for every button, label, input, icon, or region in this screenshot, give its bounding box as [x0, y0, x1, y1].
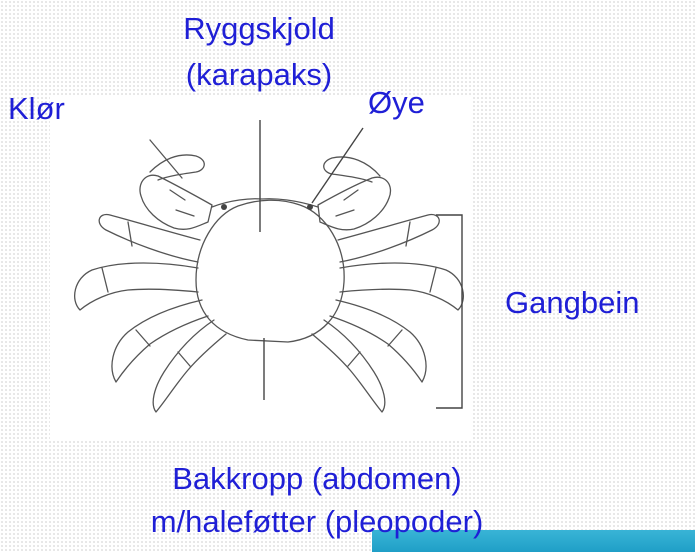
leg-joints	[102, 222, 436, 366]
claws-label: Klør	[8, 92, 65, 126]
right-claw	[318, 177, 390, 230]
carapace-label-line1: Ryggskjold	[183, 12, 335, 46]
carapace-outline	[196, 200, 344, 342]
left-leg-2	[75, 263, 198, 310]
walking-legs-label: Gangbein	[505, 286, 639, 320]
right-leg-2	[340, 263, 463, 310]
carapace-label-line2: (karapaks)	[186, 58, 332, 92]
left-leg-3	[112, 300, 208, 382]
right-leg-3	[330, 300, 426, 382]
eye-label: Øye	[368, 86, 425, 120]
left-claw-pointer	[150, 140, 182, 178]
left-leg-1	[99, 215, 200, 262]
left-claw	[140, 175, 212, 229]
left-claw-segment	[170, 190, 194, 216]
abdomen-label-line1: Bakkropp (abdomen)	[172, 462, 462, 496]
walking-legs-bracket	[436, 215, 462, 408]
abdomen-label-line2: m/haleføtter (pleopoder)	[151, 505, 484, 539]
right-leg-1	[338, 215, 439, 262]
